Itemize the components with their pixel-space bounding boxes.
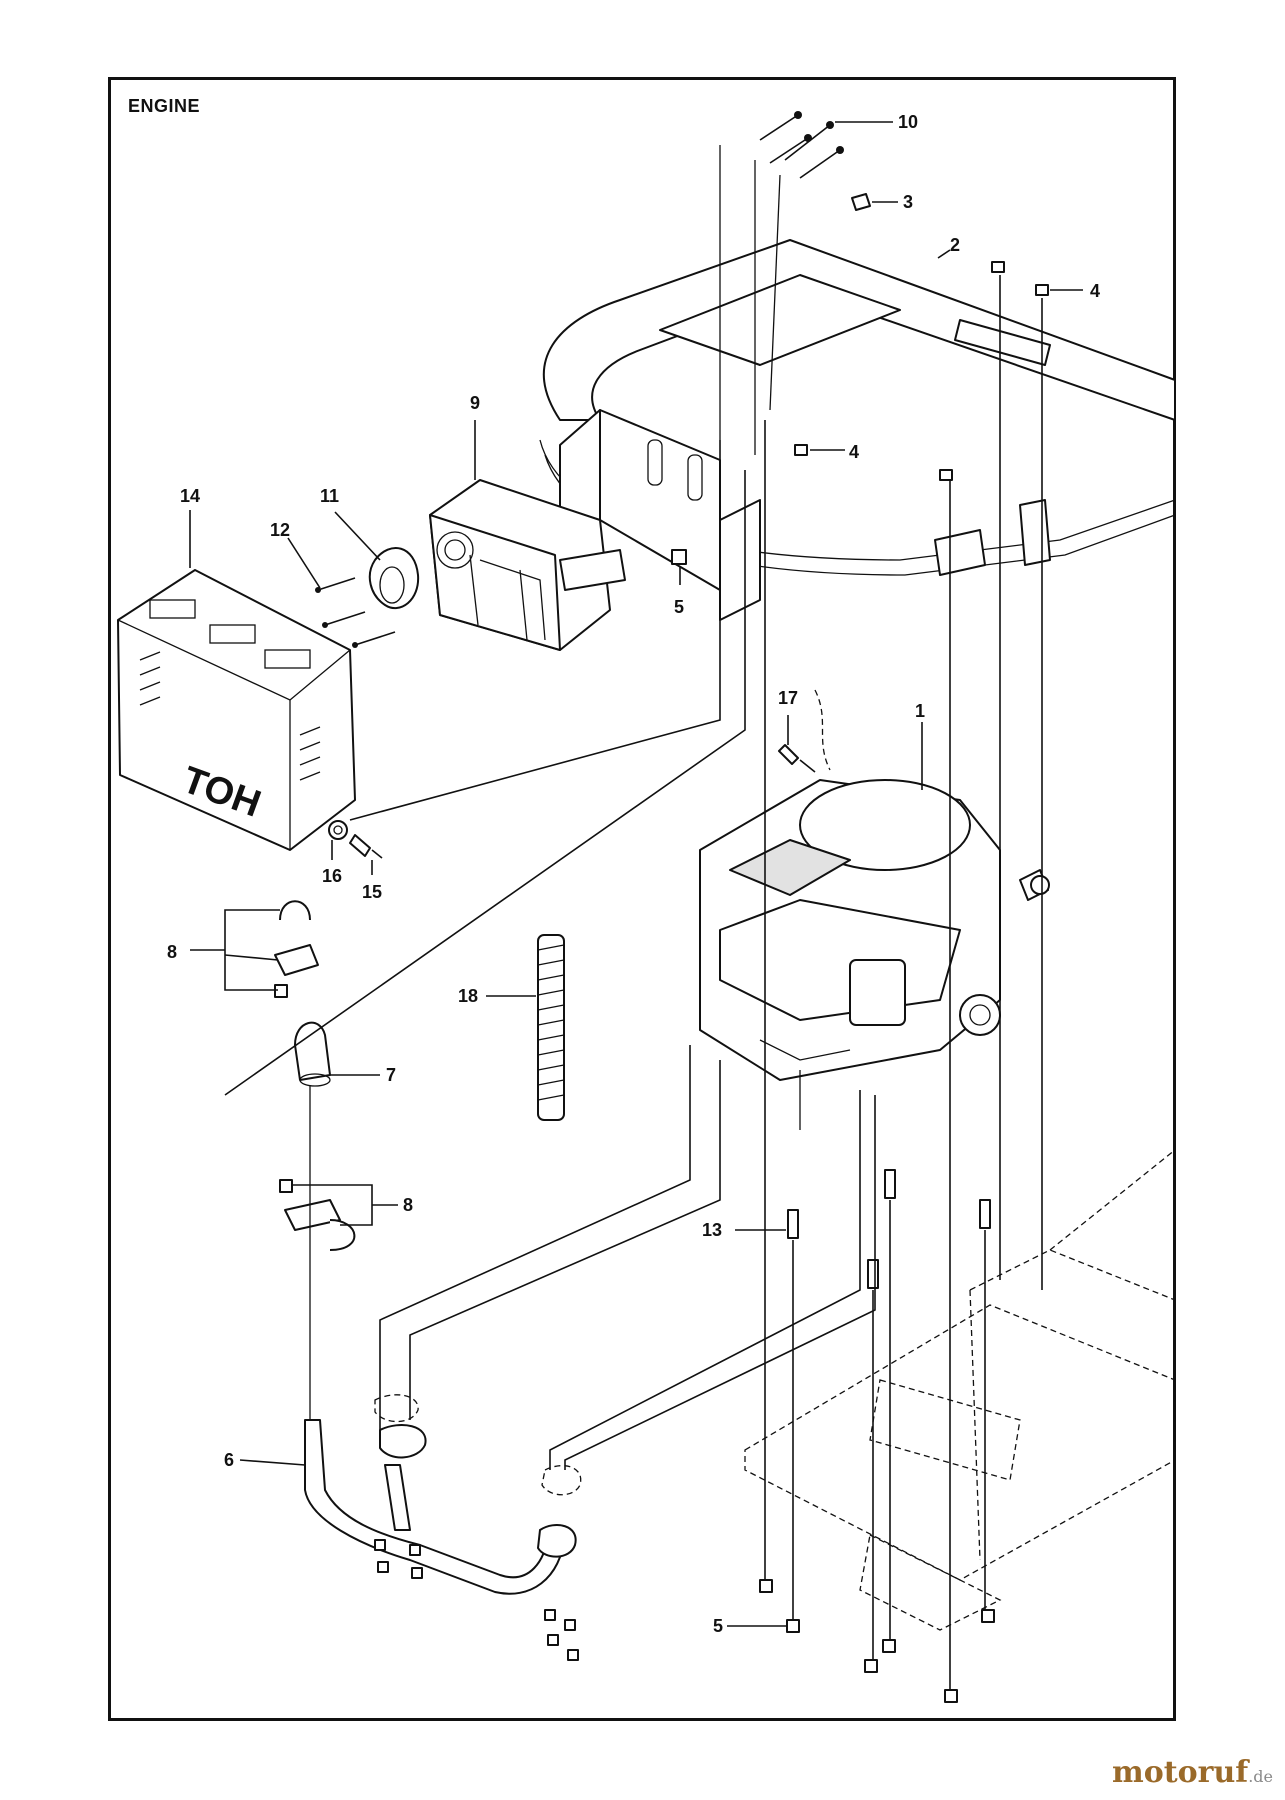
muffler-bracket — [559, 409, 761, 621]
nut-3 — [851, 193, 871, 211]
callout-4-upper: 4 — [1090, 281, 1100, 301]
callout-13: 13 — [702, 1220, 722, 1240]
watermark-logo: motoruf.de — [1112, 1755, 1273, 1790]
callout-6: 6 — [224, 1450, 234, 1470]
callout-1: 1 — [915, 701, 925, 721]
callout-5-upper: 5 — [674, 597, 684, 617]
callout-12: 12 — [270, 520, 290, 540]
callout-4-mid: 4 — [849, 442, 859, 462]
spark-arrestor — [368, 547, 420, 610]
spring-18 — [537, 934, 565, 1121]
muffler — [429, 479, 626, 651]
diagram-frame — [108, 77, 1176, 1721]
clamp-lower-8 — [279, 1179, 356, 1251]
studs-13 — [787, 1169, 991, 1289]
washer-16 — [328, 820, 348, 840]
callout-labels: 10 3 2 4 9 4 14 11 12 5 17 1 16 15 8 18 … — [167, 112, 1100, 1636]
engine — [699, 779, 1050, 1130]
callout-5-lower: 5 — [713, 1616, 723, 1636]
exhaust-elbow-7 — [294, 1021, 331, 1420]
muffler-cover: TOH — [117, 569, 356, 851]
frame-nuts — [759, 1579, 995, 1703]
chassis-plate — [744, 1149, 1176, 1631]
callout-14: 14 — [180, 486, 200, 506]
exhaust-gaskets — [374, 1394, 582, 1496]
callout-15: 15 — [362, 882, 382, 902]
callout-8-lower: 8 — [403, 1195, 413, 1215]
callout-11: 11 — [320, 486, 339, 506]
callout-10: 10 — [898, 112, 918, 132]
bolt-17 — [778, 689, 831, 773]
bolt-15 — [349, 834, 383, 859]
callout-8-upper: 8 — [167, 942, 177, 962]
callout-17: 17 — [778, 688, 798, 708]
callout-3: 3 — [903, 192, 913, 212]
nut-5-upper — [671, 549, 687, 565]
callout-9: 9 — [470, 393, 480, 413]
clamp-upper-8 — [274, 900, 319, 998]
diagram-title: ENGINE — [128, 96, 201, 116]
screws-12 — [315, 577, 396, 648]
exhaust-pipe-6 — [304, 1419, 577, 1595]
callout-18: 18 — [458, 986, 478, 1006]
callout-16: 16 — [322, 866, 342, 886]
bolt-4-upper — [991, 261, 1049, 296]
bolt-4-mid — [794, 444, 953, 481]
callout-2: 2 — [950, 235, 960, 255]
watermark-tld: .de — [1248, 1767, 1273, 1786]
leader-lines — [189, 121, 1083, 1690]
bolts-10 — [759, 111, 844, 179]
watermark-brand: motoruf — [1112, 1755, 1249, 1790]
exhaust-nuts — [374, 1539, 579, 1661]
callout-7: 7 — [386, 1065, 396, 1085]
